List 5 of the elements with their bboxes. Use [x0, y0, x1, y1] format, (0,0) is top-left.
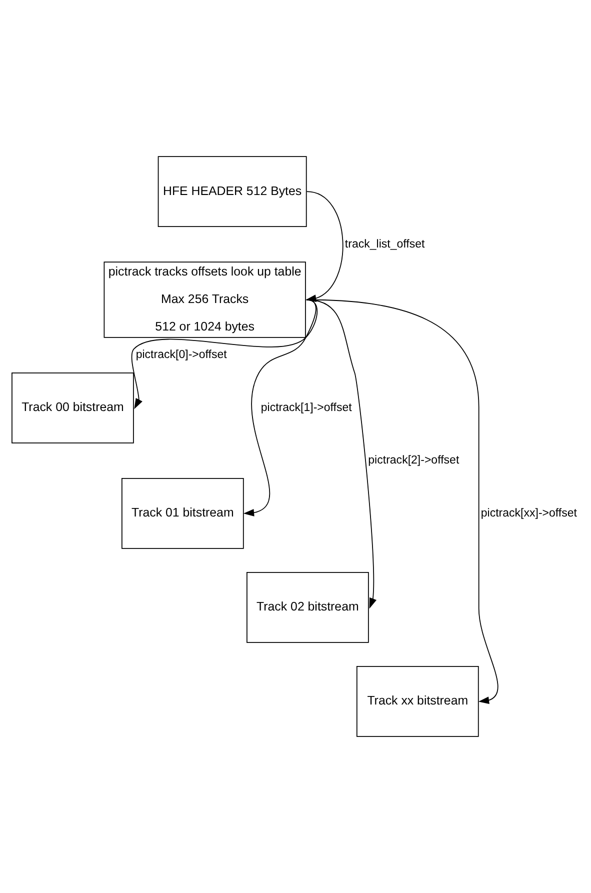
edge-label: pictrack[1]->offset: [260, 402, 352, 414]
edge-label: track_list_offset: [344, 238, 425, 250]
edge-label: pictrack[2]->offset: [368, 454, 460, 467]
edge-label: pictrack[0]->offset: [136, 349, 227, 362]
edge-label: pictrack[xx]->offset: [480, 507, 577, 520]
